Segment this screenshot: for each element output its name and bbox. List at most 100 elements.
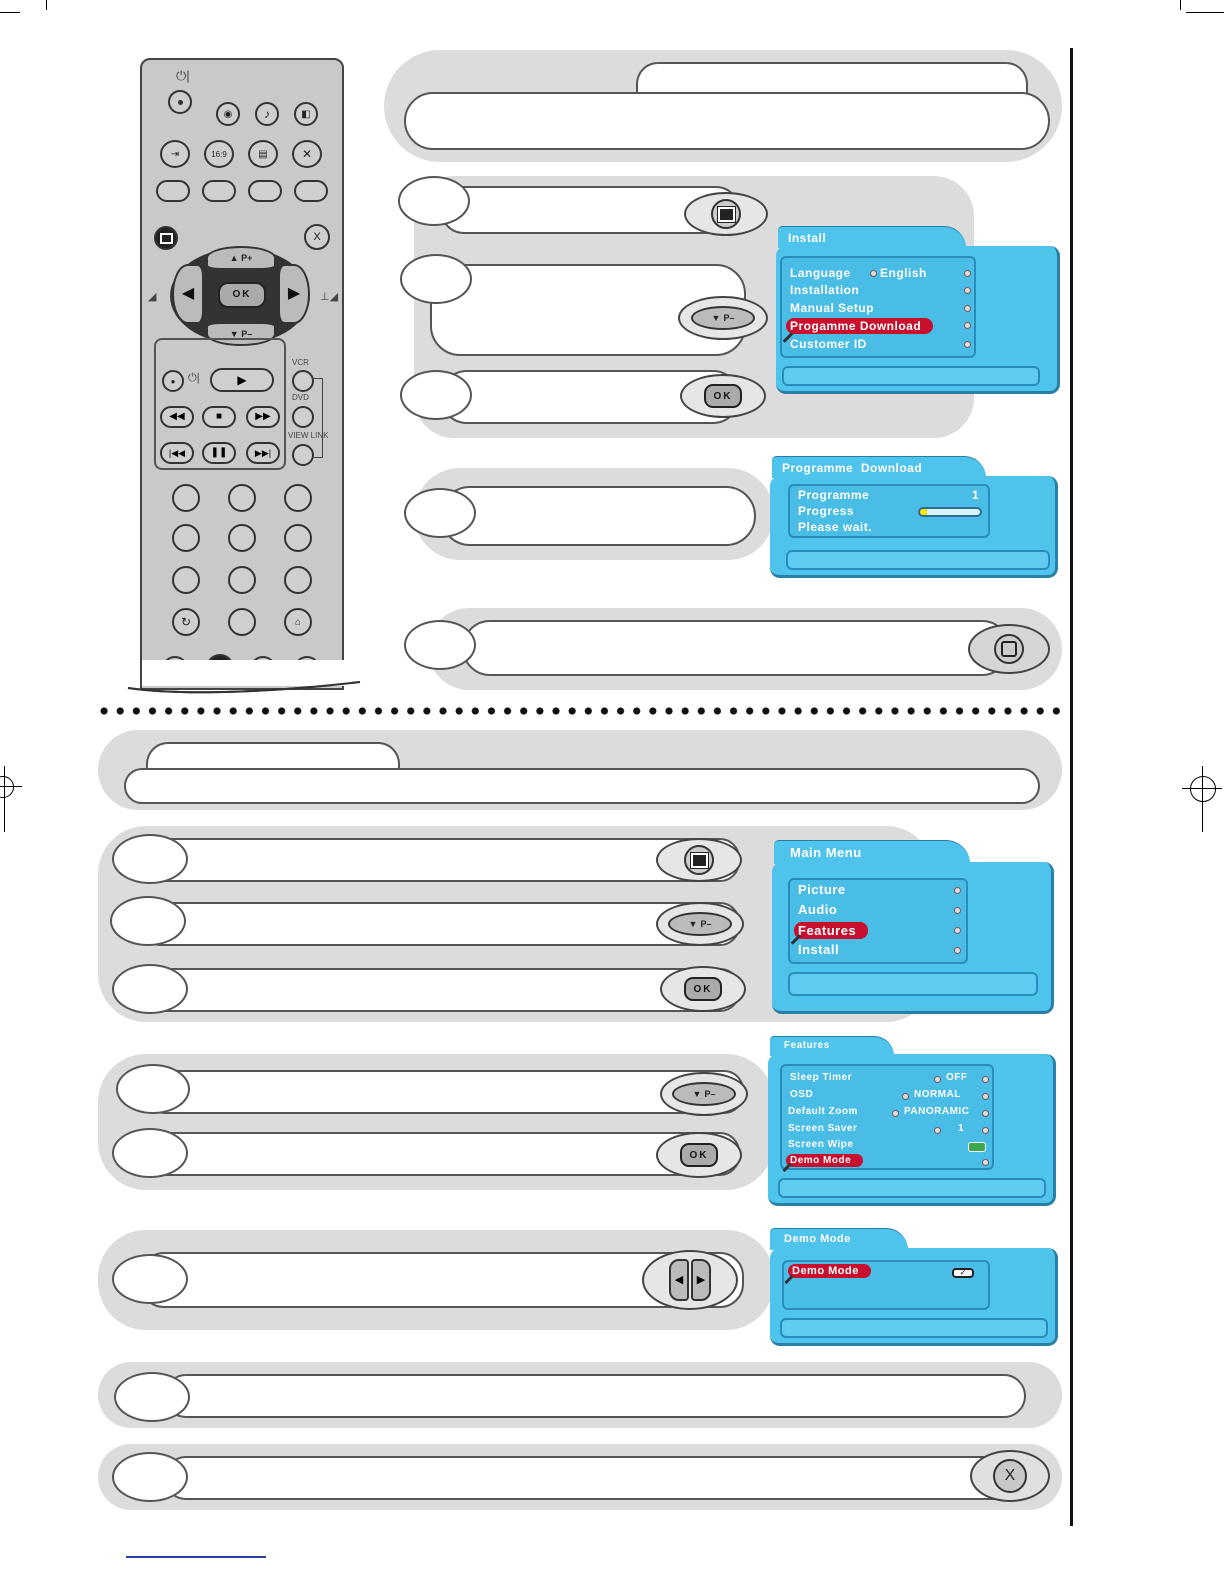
s2-step4-p-minus-button[interactable]: ▼P–: [660, 1072, 748, 1116]
features-menu: Sleep Timer OFF OSD NORMAL Default Zoom …: [768, 1054, 1056, 1206]
features-item-screen-saver[interactable]: Screen Saver: [788, 1123, 858, 1134]
remote-picture-button[interactable]: ◉: [216, 102, 240, 126]
registration-mark-right: [1180, 740, 1224, 832]
step2-p-minus-button[interactable]: ▼P–: [678, 296, 768, 340]
remote-next-button[interactable]: ▶▶|: [246, 442, 280, 464]
install-language-left-arrow-icon: [870, 270, 877, 277]
demo-mode-checkbox-icon[interactable]: ✓: [952, 1268, 974, 1278]
step5-tv-button[interactable]: [968, 624, 1050, 674]
step3-number-oval: [400, 370, 472, 420]
remote-digit-9[interactable]: [284, 566, 312, 594]
remote-p-minus-label: P–: [241, 329, 253, 339]
p-minus-label: P–: [723, 313, 735, 323]
remote-pause-button[interactable]: ❚❚: [202, 442, 236, 464]
remote-green-button[interactable]: [202, 180, 236, 202]
remote-standby-button[interactable]: [168, 90, 192, 114]
demo-item-demo-mode[interactable]: Demo Mode: [788, 1264, 871, 1278]
remote-ok-button[interactable]: OK: [218, 282, 266, 308]
remote-vcr-button[interactable]: [292, 370, 314, 392]
remote-stop-button[interactable]: ■: [202, 406, 236, 428]
install-item-customer-id[interactable]: Customer ID: [790, 337, 867, 351]
remote-vol-up-icon: ⊥◢: [320, 291, 339, 303]
step1-number-oval: [398, 176, 470, 226]
remote-prev-button[interactable]: |◀◀: [160, 442, 194, 464]
remote-record-button[interactable]: ●: [162, 370, 184, 392]
remote-forward-button[interactable]: ▶▶: [246, 406, 280, 428]
remote-digit-2[interactable]: [228, 484, 256, 512]
remote-aspect-button[interactable]: 16:9: [204, 140, 234, 168]
main-item-install[interactable]: Install: [798, 942, 840, 957]
step3-ok-button[interactable]: OK: [680, 374, 766, 418]
remote-p-plus-button[interactable]: ▲ P+: [206, 246, 276, 270]
install-item-language[interactable]: Language: [790, 266, 851, 280]
remote-menu-button[interactable]: [154, 226, 178, 250]
remote-digit-1[interactable]: [172, 484, 200, 512]
section2-title-bar: [124, 768, 1040, 804]
features-sleep-value: OFF: [946, 1072, 968, 1083]
remote-right-button[interactable]: ▶: [278, 264, 310, 324]
s2-step1-menu-button[interactable]: [656, 838, 742, 882]
right-arrow-button[interactable]: ▶: [691, 1259, 711, 1301]
crop-mark-top-right: [1186, 12, 1224, 13]
remote-swap-button[interactable]: ↻: [172, 608, 200, 636]
step1-menu-button[interactable]: [684, 192, 768, 236]
s2-step5-ok-button[interactable]: OK: [656, 1132, 742, 1178]
features-menu-help-bar: [778, 1178, 1046, 1198]
main-menu-list: Picture Audio Features Install: [788, 878, 968, 964]
install-item-installation[interactable]: Installation: [790, 283, 860, 297]
left-arrow-button[interactable]: ◀: [669, 1259, 689, 1301]
remote-mute-button[interactable]: ✕: [292, 140, 322, 168]
remote-digit-5[interactable]: [228, 524, 256, 552]
remote-play-button[interactable]: ▶: [210, 368, 274, 392]
remote-info-button[interactable]: ◧: [294, 102, 318, 126]
remote-yellow-button[interactable]: [248, 180, 282, 202]
install-item-programme-download[interactable]: Progamme Download: [786, 318, 934, 334]
s2-step3-text-box: [140, 968, 740, 1012]
remote-guide-button[interactable]: ⌂: [284, 608, 312, 636]
remote-text-button[interactable]: ▤: [248, 140, 278, 168]
features-item-default-zoom[interactable]: Default Zoom: [788, 1106, 858, 1117]
s2-step8-exit-button[interactable]: X: [970, 1450, 1050, 1502]
s2-step3-ok-button[interactable]: OK: [660, 966, 746, 1012]
download-menu-tab: Programme Download: [772, 456, 986, 478]
features-wipe-checkbox-icon[interactable]: [968, 1142, 986, 1152]
ok-label: OK: [704, 384, 742, 408]
features-item-sleep-timer[interactable]: Sleep Timer: [790, 1072, 853, 1083]
remote-viewlink-button[interactable]: [292, 444, 314, 466]
features-item-demo-mode[interactable]: Demo Mode: [786, 1154, 864, 1167]
remote-rewind-button[interactable]: ◀◀: [160, 406, 194, 428]
features-item-osd[interactable]: OSD: [790, 1089, 814, 1100]
remote-source-button[interactable]: ⇥: [160, 140, 190, 168]
remote-digit-7[interactable]: [172, 566, 200, 594]
s2-step2-p-minus-button[interactable]: ▼P–: [656, 902, 744, 946]
install-arrow-icon-1: [964, 270, 971, 277]
remote-sound-button[interactable]: ♪: [255, 102, 279, 126]
remote-viewlink-label: VIEW LINK: [288, 431, 329, 440]
section-divider: [96, 706, 1064, 716]
p-minus-label: P–: [700, 919, 712, 929]
step4-text-box: [440, 486, 756, 546]
remote-red-button[interactable]: [156, 180, 190, 202]
features-zoom-left-arrow-icon: [892, 1110, 899, 1117]
main-item-picture[interactable]: Picture: [798, 882, 846, 897]
main-item-audio[interactable]: Audio: [798, 902, 838, 917]
remote-dvd-button[interactable]: [292, 406, 314, 428]
remote-digit-3[interactable]: [284, 484, 312, 512]
features-osd-value: NORMAL: [914, 1089, 961, 1100]
download-progress-fill: [920, 509, 928, 515]
features-item-screen-wipe[interactable]: Screen Wipe: [788, 1139, 854, 1150]
main-item-features[interactable]: Features: [794, 922, 869, 939]
remote-digit-4[interactable]: [172, 524, 200, 552]
remote-p-minus-button[interactable]: ▼ P–: [206, 322, 276, 346]
features-saver-left-arrow-icon: [934, 1127, 941, 1134]
install-item-manual-setup[interactable]: Manual Setup: [790, 301, 875, 315]
remote-digit-0[interactable]: [228, 608, 256, 636]
remote-exit-button[interactable]: X: [304, 224, 330, 250]
download-programme-label: Programme: [798, 488, 870, 502]
remote-blue-button[interactable]: [294, 180, 328, 202]
remote-left-button[interactable]: ◀: [172, 264, 204, 324]
remote-digit-8[interactable]: [228, 566, 256, 594]
remote-digit-6[interactable]: [284, 524, 312, 552]
install-menu-help-bar: [782, 366, 1040, 386]
s2-step6-left-right-buttons[interactable]: ◀ ▶: [642, 1250, 738, 1310]
